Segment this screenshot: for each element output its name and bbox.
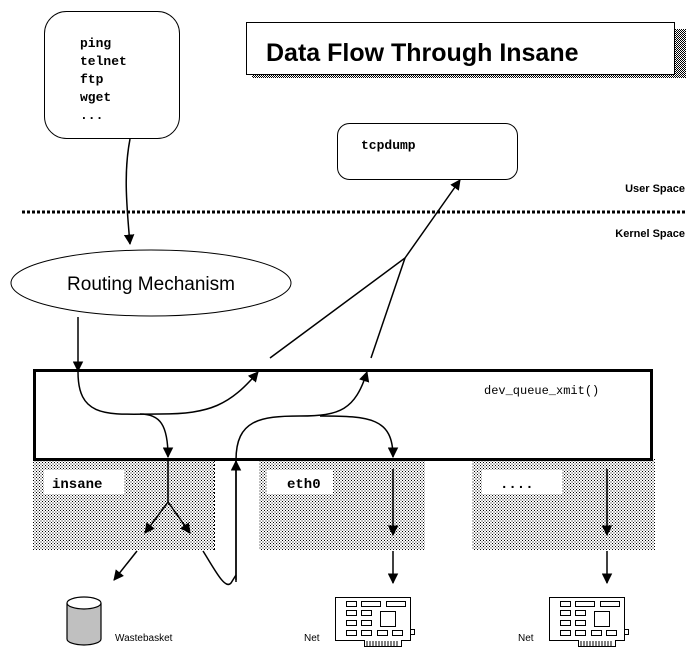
arrow-xmit-to-capture	[77, 371, 259, 415]
device-insane: insane	[33, 459, 214, 550]
arrow-xmit-to-eth0	[319, 415, 399, 459]
page-title: Data Flow Through Insane	[266, 39, 579, 67]
wastebasket-icon	[66, 596, 102, 646]
routing-mechanism: Routing Mechanism	[10, 249, 292, 317]
arrow-xmit-to-insane	[139, 413, 174, 459]
app-item: ...	[80, 108, 103, 123]
device-label: ....	[500, 477, 534, 493]
device-other: ....	[472, 459, 655, 550]
line-eth0-capture	[370, 257, 406, 359]
flow-lines	[72, 138, 613, 586]
app-item: ftp	[80, 72, 104, 87]
network-card-icon	[335, 597, 415, 647]
device-label: insane	[52, 477, 102, 493]
user-apps-box: ping telnet ftp wget ...	[44, 11, 180, 139]
tcpdump-box: tcpdump	[337, 123, 518, 180]
net-label: Net	[304, 633, 320, 644]
arrow-loop-to-capture	[235, 370, 370, 580]
title-box: Data Flow Through Insane	[246, 22, 686, 78]
device-label: eth0	[287, 477, 321, 493]
app-item: telnet	[80, 54, 127, 69]
arrow-insane-right	[167, 501, 191, 534]
net-label: Net	[518, 633, 534, 644]
tcpdump-label: tcpdump	[361, 138, 416, 153]
routing-label: Routing Mechanism	[67, 274, 235, 295]
network-card-icon	[549, 597, 629, 647]
arrow-to-tcpdump	[269, 179, 461, 359]
line-loop-back	[202, 550, 237, 586]
dev-queue-xmit-box: dev_queue_xmit()	[33, 369, 653, 461]
dev-queue-label: dev_queue_xmit()	[484, 384, 599, 398]
arrow-to-wastebasket	[113, 550, 138, 581]
kernel-space-label: Kernel Space	[615, 228, 685, 240]
app-item: wget	[80, 90, 111, 105]
app-item: ping	[80, 36, 111, 51]
user-space-label: User Space	[625, 183, 685, 195]
arrow-apps-to-routing	[123, 138, 135, 246]
device-eth0: eth0	[259, 459, 425, 550]
wastebasket-label: Wastebasket	[115, 633, 173, 644]
